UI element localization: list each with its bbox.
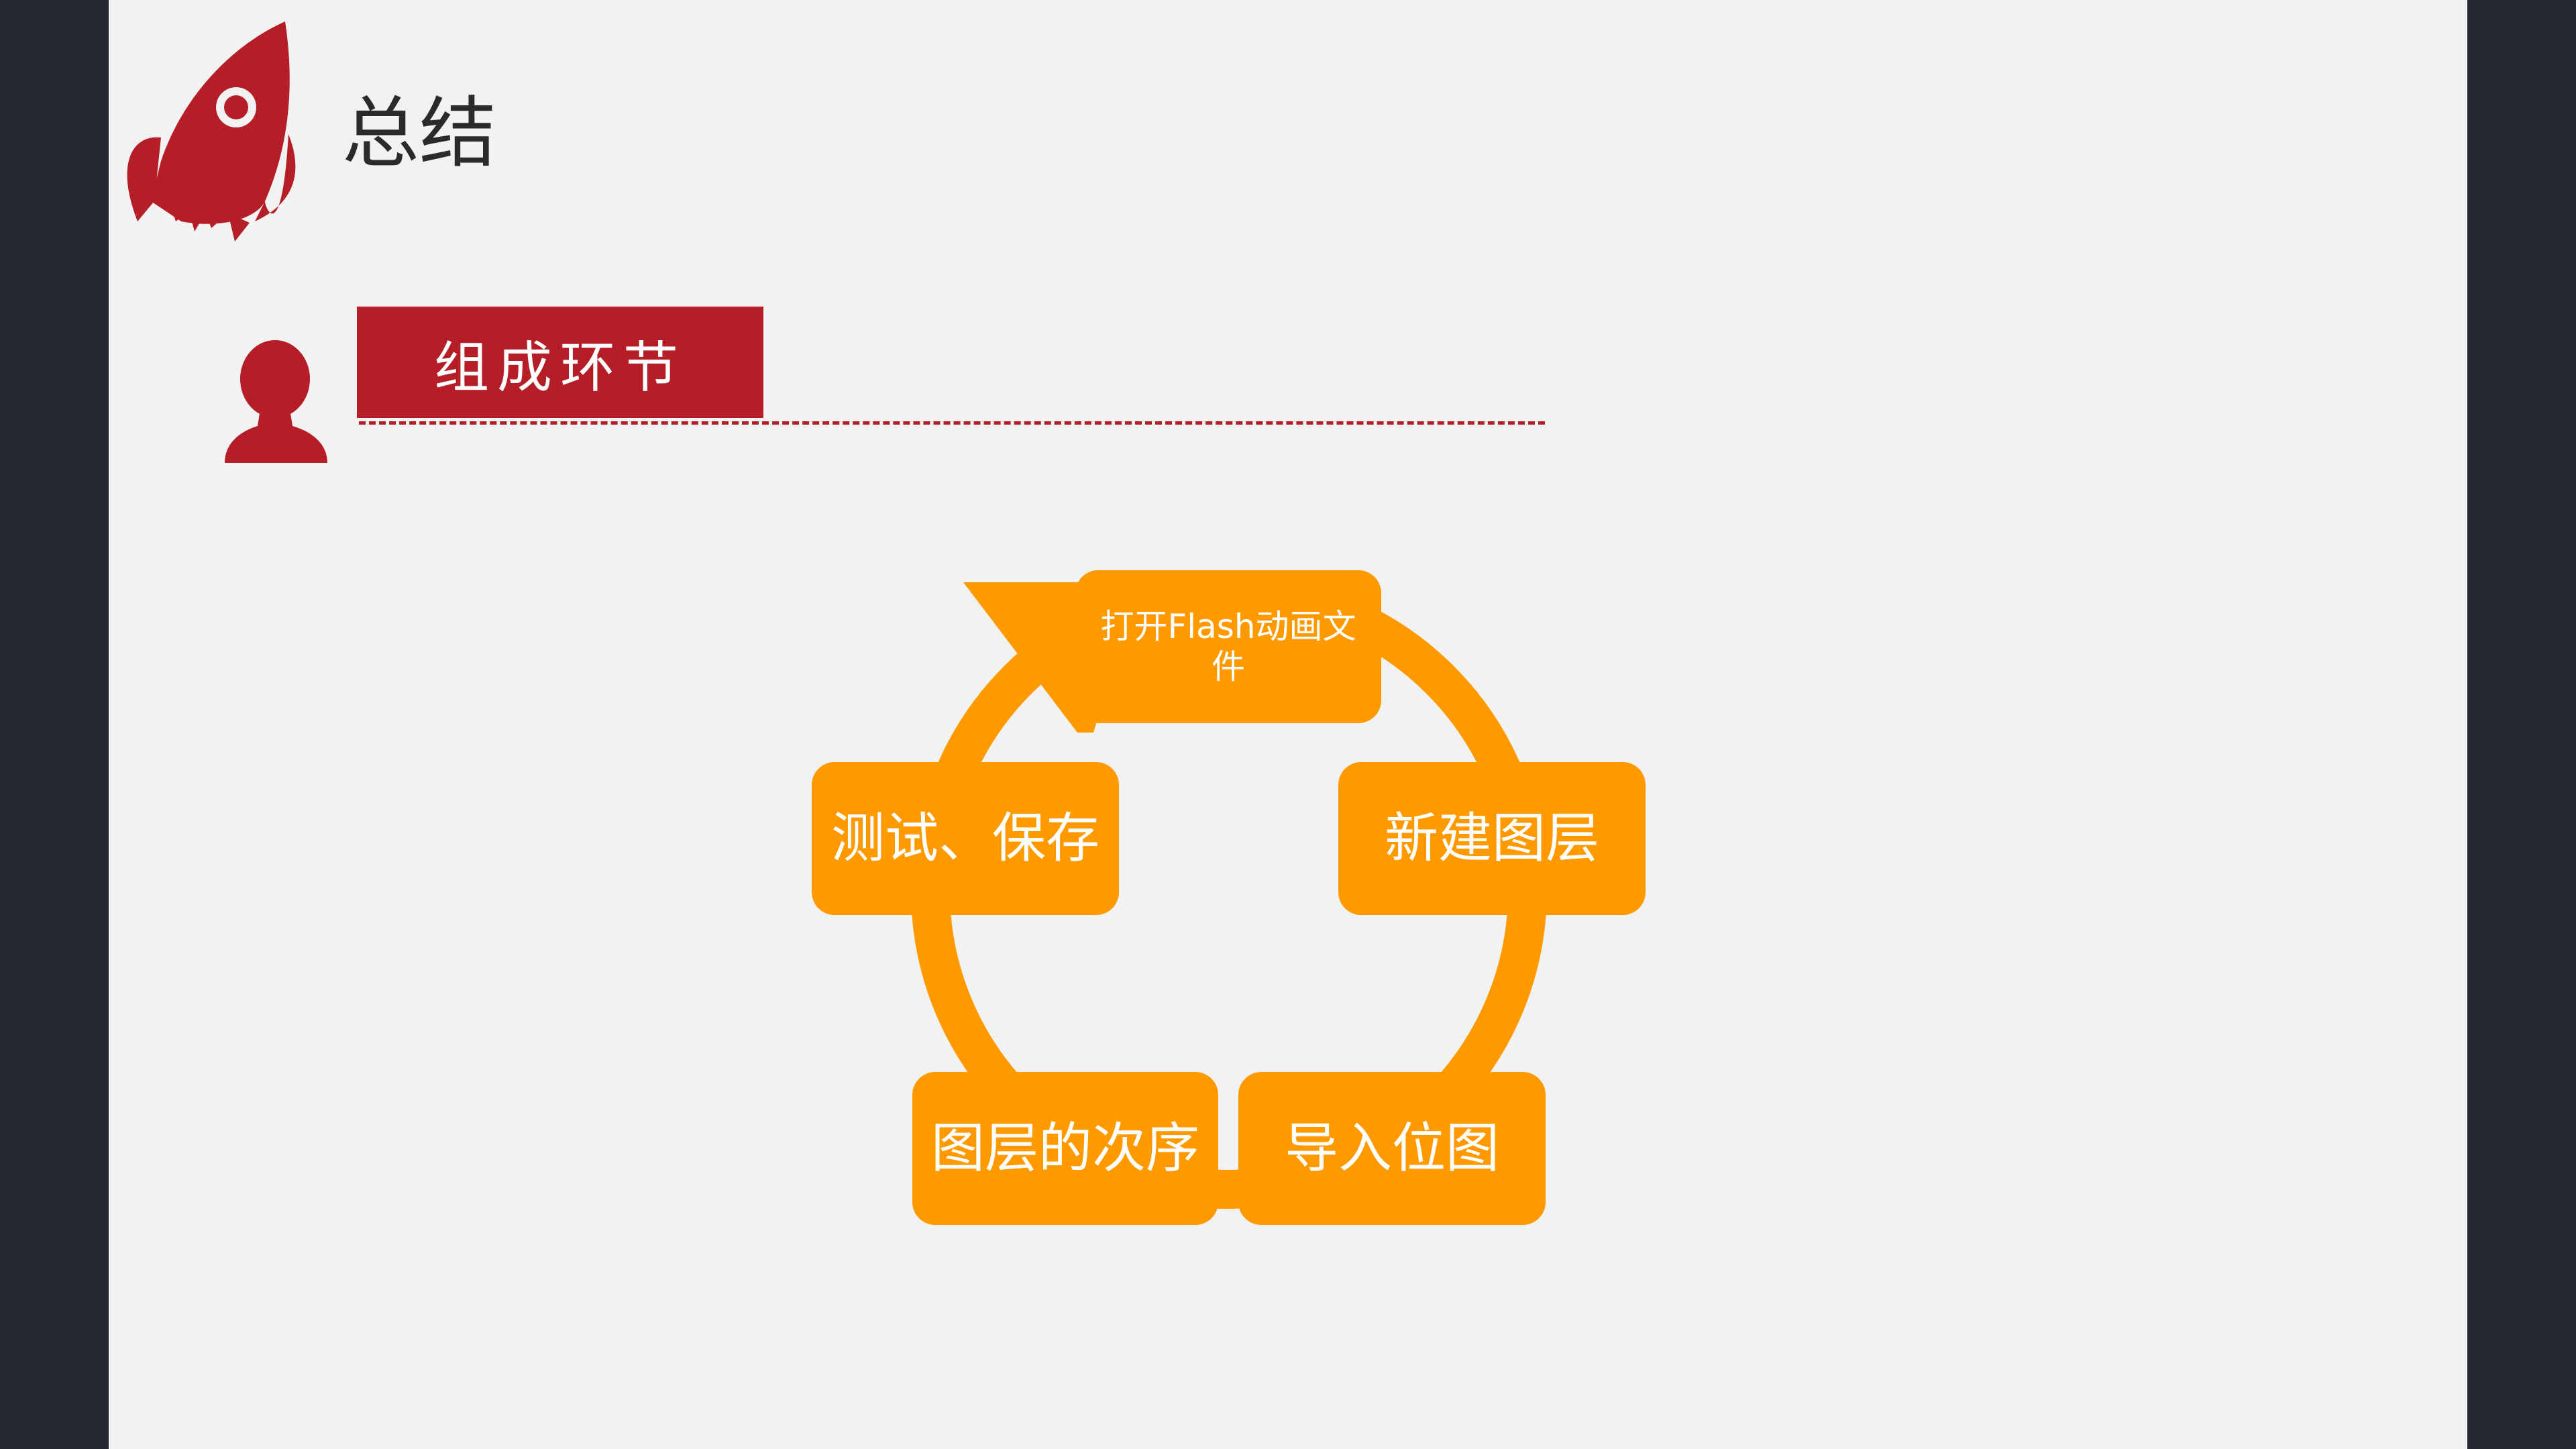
slide — [109, 0, 2467, 1449]
cycle-step-import-bitmap: 导入位图 — [1238, 1072, 1546, 1225]
cycle-step-open-file: 打开Flash动画文件 — [1075, 570, 1381, 723]
page-title: 总结 — [342, 89, 497, 178]
cycle-step-test-save: 测试、保存 — [812, 762, 1119, 915]
cycle-step-layer-order: 图层的次序 — [912, 1072, 1218, 1225]
section-divider — [359, 421, 1545, 425]
cycle-step-new-layer: 新建图层 — [1338, 762, 1646, 915]
section-label: 组成环节 — [357, 307, 763, 418]
